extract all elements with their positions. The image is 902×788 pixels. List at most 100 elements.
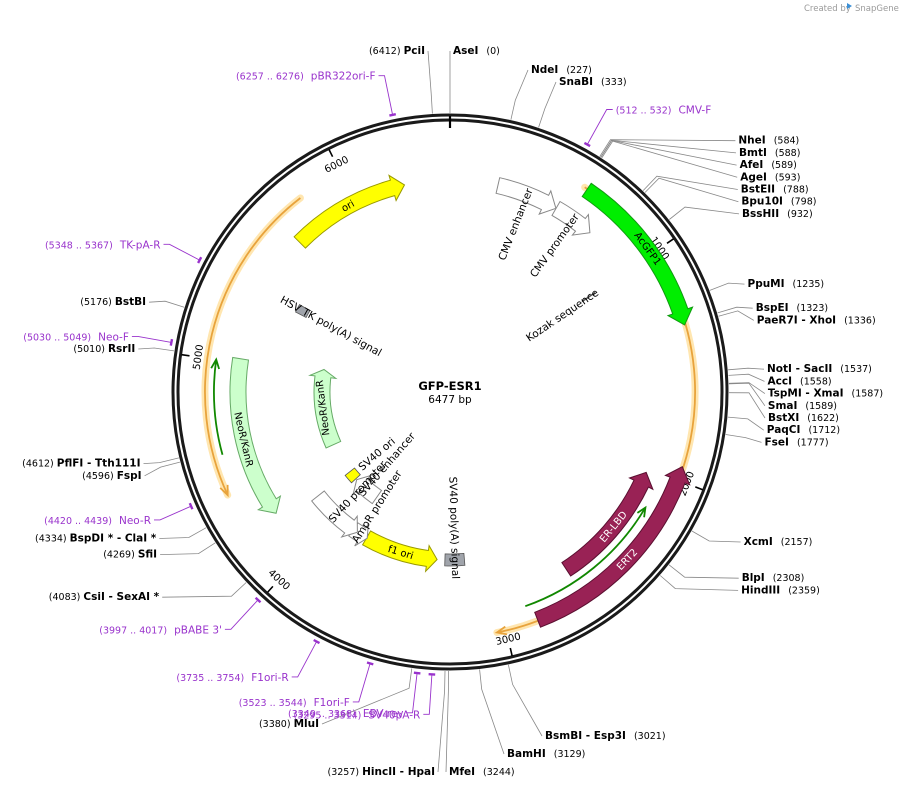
site-name: MfeI [449,766,475,778]
site-label: HindIII(2359) [741,584,820,596]
site-label: AfeI(589) [740,159,797,171]
site-name: AfeI [740,159,764,171]
site-label: SmaI(1589) [768,400,837,412]
tick-3000 [509,647,513,656]
site-noti-sacii: NotI - SacII(1537) [728,363,872,375]
site-label: (5176) BstBI [80,296,146,308]
site-label: PpuMI(1235) [748,278,825,290]
backbone [171,113,729,671]
primer-name: EBV-rev [363,708,404,720]
site-leader-line [321,668,413,725]
site-leader-line [601,140,738,178]
site-name: BspEI [756,302,789,314]
credit-prefix: Created by [804,4,851,14]
primer-position: (3523 .. 3544) [239,698,307,709]
feature-hsv-tk-poly-a-signal-label: HSV TK poly(A) signal [278,294,384,359]
site-leader-line [479,669,505,755]
site-name: SmaI [768,400,798,412]
site-label: (3257) HincII - HpaI [328,766,435,778]
site-name: MluI [294,718,319,730]
site-paqci: PaqCI(1712) [727,416,840,436]
tick-4000 [266,585,274,593]
feature-sv40-poly-a-signal [444,552,466,567]
site-position: (3129) [554,749,586,760]
site-label: BsmBI - Esp3I(3021) [545,730,666,742]
feature-acgfp1 [581,182,694,326]
site-name: PaeR7I - XhoI [757,314,836,326]
site-position: (1323) [797,303,829,314]
plasmid-name: GFP-ESR1 [418,379,481,393]
primer-position: (5030 .. 5049) [23,332,91,343]
site-label: SnaBI (333) [559,76,627,88]
site-snabi: SnaBI (333) [538,76,627,128]
site-name: XcmI [744,536,773,548]
site-position: (584) [774,136,800,147]
site-leader-line [427,50,433,114]
primer-leader-line [154,505,192,521]
primer-leader-line [423,674,433,715]
site-label: NheI(584) [738,135,799,147]
primer-leader-line [291,641,317,678]
primer-pbabe-3: (3997 .. 4017)pBABE 3' [99,596,262,636]
site-leader-line [728,382,766,407]
site-name: PaqCI [767,424,801,436]
primer-bar [413,671,421,675]
site-label: AseI(0) [453,45,500,57]
primer-position: (3295 .. 3314) [294,710,362,721]
orf-arrowhead [219,484,229,498]
primer-leader-line [224,599,259,630]
primer-label: (3295 .. 3314)SV40pA-R [294,709,421,721]
site-leader-line [510,69,529,120]
site-name: FseI [765,436,789,448]
site-label: BspEI (1323) [756,302,828,314]
site-position: (333) [601,77,627,88]
site-label: AgeI(593) [740,171,800,183]
feature-neor-kanr [308,368,342,449]
site-afei: AfeI(589) [600,140,797,171]
site-leader-line [659,575,739,591]
primer-label: (3349 .. 3368)EBV-rev [288,708,404,720]
site-position: (1587) [851,389,883,400]
site-position: (1558) [800,376,832,387]
site-mlui: (3380) MluI [259,668,413,730]
snapgene-logo-icon [847,3,852,9]
primer-cmv-f: (512 .. 532)CMV-F [583,105,712,148]
site-bpu10i: Bpu10I(798) [644,177,816,208]
feature-neor-kanr [229,356,282,514]
feature-cmv-promoter-label: CMV promoter [528,211,582,280]
site-leader-line [600,140,737,166]
site-csii-sexai: (4083) CsiI - SexAI * [49,582,247,603]
tick-label-5000: 5000 [192,344,206,371]
site-blpi: BlpI(2308) [668,564,804,584]
site-name: SnaBI [559,76,593,88]
site-label: (4334) BspDI * - ClaI * [35,533,157,545]
site-name: BamHI [507,748,546,760]
site-position: (4269) [103,550,138,561]
site-leader-line [508,664,543,737]
feature-sv40-ori [344,467,361,484]
site-leader-line [718,310,755,321]
site-paer7i-xhoi: PaeR7I - XhoI(1336) [718,310,876,326]
site-leader-line [727,416,765,431]
primer-tk-pa-r: (5348 .. 5367)TK-pA-R [45,239,203,264]
site-label: (3380) MluI [259,718,319,730]
site-leader-line [159,527,207,539]
primer-name: F1ori-R [251,672,288,684]
site-leader-line [437,670,446,773]
site-label: BmtI(588) [739,147,800,159]
site-name: SfiI [138,549,157,561]
site-position: (2157) [781,537,813,548]
site-name: BlpI [742,572,765,584]
orf-arrowhead [636,505,647,518]
site-position: (3021) [634,731,666,742]
site-bsshii: BssHII(932) [669,206,813,220]
primer-label: (512 .. 532)CMV-F [616,105,712,117]
site-label: FseI(1777) [765,436,829,448]
feature-sv40-promoter [310,490,358,538]
site-name: BstBI [115,296,146,308]
primer-bar [197,256,203,264]
site-leader-line [728,373,765,382]
primer-f1ori-f: (3523 .. 3544)F1ori-F [239,661,374,709]
site-label: BstXI(1622) [768,412,839,424]
primer-position: (3735 .. 3754) [176,673,244,684]
